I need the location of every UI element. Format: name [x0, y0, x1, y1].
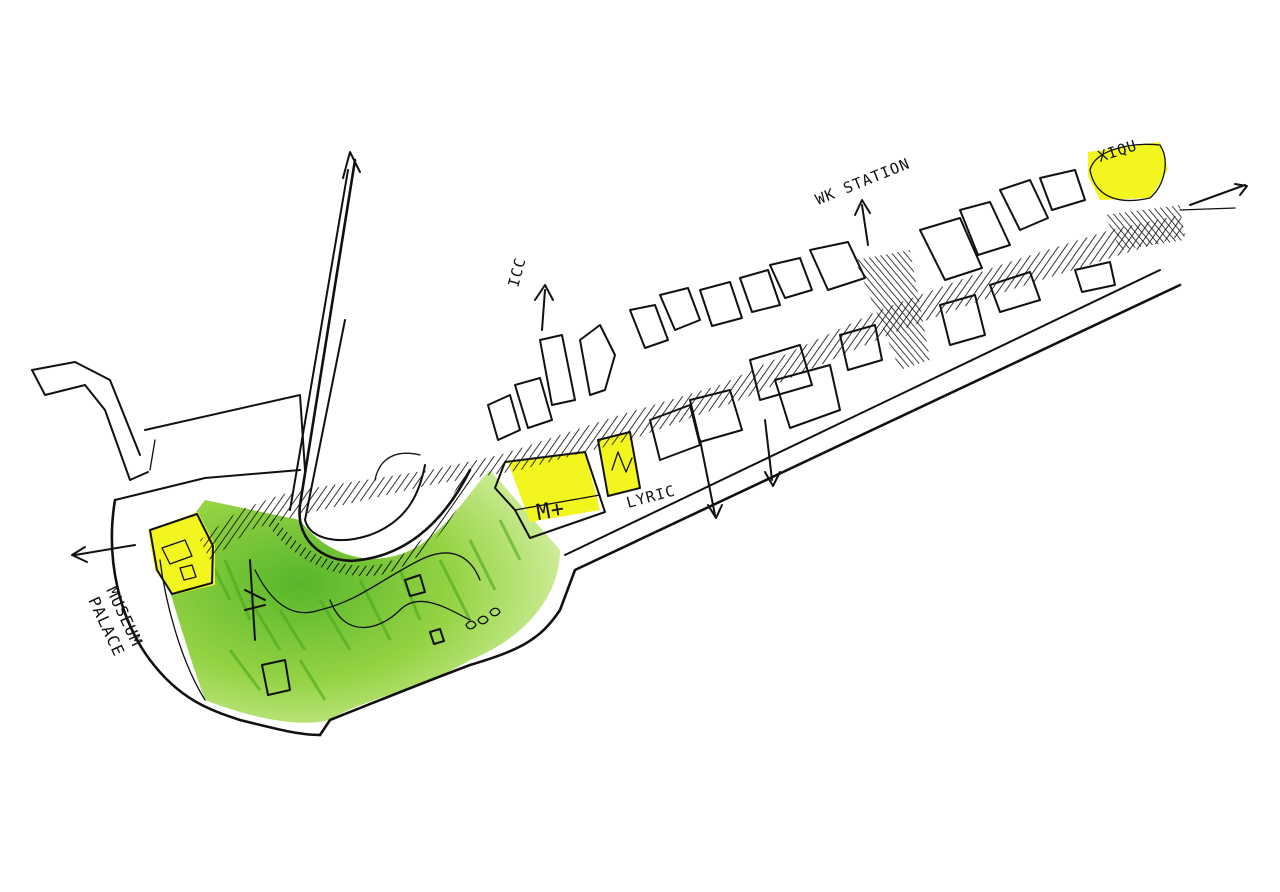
west-arrow-icon — [71, 544, 136, 563]
park-area — [160, 470, 560, 723]
south-arrow-icon-1 — [699, 439, 723, 519]
xiqu-building — [1088, 142, 1168, 200]
palace-museum-building — [148, 512, 215, 595]
park-paths — [244, 552, 501, 696]
highway-curve — [266, 151, 475, 576]
south-buildings — [649, 261, 1116, 461]
xiqu-outline — [1089, 143, 1166, 202]
wk-station-arrow-icon — [854, 199, 871, 246]
left-jetty — [31, 361, 306, 481]
site-outline — [110, 269, 1182, 737]
south-arrow-icon-2 — [764, 419, 781, 487]
north-buildings — [487, 169, 1086, 441]
icc-label: ICC — [504, 255, 529, 289]
direction-arrows — [71, 183, 1248, 563]
m-plus-label: M+ — [535, 496, 567, 526]
main-spine — [200, 205, 1185, 560]
east-arrow-icon — [1189, 183, 1248, 206]
icc-arrow-icon — [534, 284, 554, 331]
